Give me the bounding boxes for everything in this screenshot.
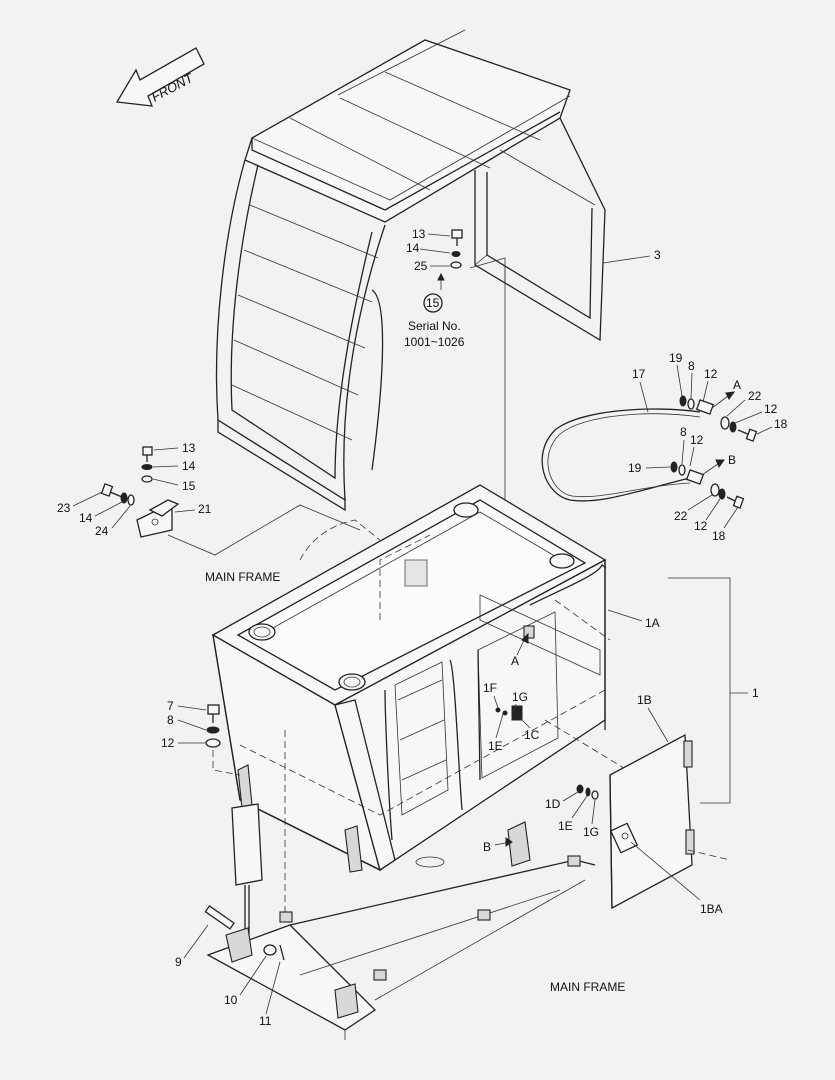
- serial-note-line2: 1001~1026: [404, 335, 465, 349]
- callout-1D: 1D: [545, 797, 561, 811]
- callout-1G-body: 1G: [512, 690, 528, 704]
- hardware-7-8-12: 7 8 12: [161, 699, 241, 776]
- callout-13: 13: [412, 227, 426, 241]
- callout-12-lower: 12: [690, 433, 704, 447]
- label-B-frame: B: [483, 840, 491, 854]
- callout-18-upper: 18: [774, 417, 788, 431]
- canopy-guard: [215, 29, 606, 512]
- callout-1F: 1F: [483, 681, 497, 695]
- callout-1A: 1A: [645, 616, 660, 630]
- bracket-assembly: 13 14 15 21 23 14 24: [57, 441, 361, 556]
- serial-ref-circle: [423, 293, 443, 313]
- callout-8-left: 8: [167, 713, 174, 727]
- lower-main-frame: [206, 821, 596, 1040]
- lower-callouts: B 9 10 11: [175, 840, 491, 1028]
- main-body: [211, 484, 661, 915]
- callout-24: 24: [95, 524, 109, 538]
- callout-23: 23: [57, 501, 71, 515]
- door-1B: [609, 733, 701, 910]
- callout-1E-body: 1E: [488, 739, 503, 753]
- callout-1E-door: 1E: [558, 819, 573, 833]
- callout-3: 3: [654, 248, 661, 262]
- label-A-cable: A: [733, 378, 741, 392]
- callout-19-upper: 19: [669, 351, 683, 365]
- door-callouts: 1B 1BA 1D 1E 1G: [545, 693, 731, 916]
- callout-8-upper: 8: [688, 359, 695, 373]
- label-B-cable: B: [728, 453, 736, 467]
- callout-7: 7: [167, 699, 174, 713]
- main-frame-upper-label: MAIN FRAME: [205, 570, 280, 584]
- body-callouts: 1A 1 A 1F 1G 1E 1C: [483, 577, 759, 804]
- callout-17: 17: [632, 367, 646, 381]
- canopy-callouts: 13 14 25 15 Serial No. 1001~1026 3: [404, 227, 661, 349]
- serial-note-line1: Serial No.: [408, 319, 461, 333]
- callout-22-lower: 22: [674, 509, 688, 523]
- callout-10: 10: [224, 993, 238, 1007]
- callout-13-bracket: 13: [182, 441, 196, 455]
- callout-12-upper: 12: [704, 367, 718, 381]
- pin-9: [204, 905, 235, 930]
- callout-1C: 1C: [524, 728, 540, 742]
- callout-14-bracket: 14: [182, 459, 196, 473]
- callout-1G-door: 1G: [583, 825, 599, 839]
- callout-22-upper: 22: [748, 389, 762, 403]
- serial-ref-number: 15: [426, 296, 440, 310]
- callout-1B: 1B: [637, 693, 652, 707]
- label-A-body: A: [511, 654, 519, 668]
- callout-9: 9: [175, 955, 182, 969]
- main-frame-lower-label: MAIN FRAME: [550, 980, 625, 994]
- callout-1: 1: [752, 686, 759, 700]
- callout-12-left: 12: [161, 736, 175, 750]
- callout-15-bracket: 15: [182, 479, 196, 493]
- callout-1BA: 1BA: [700, 902, 723, 916]
- callout-12-lower-2: 12: [694, 519, 708, 533]
- callout-21: 21: [198, 502, 212, 516]
- bolt-13-top: [451, 229, 463, 246]
- cable-callouts: 17 19 8 12 A 22 12 18 8 12 19 B 22 12 18: [628, 351, 788, 543]
- callout-14: 14: [406, 241, 420, 255]
- callout-19-lower: 19: [628, 461, 642, 475]
- bolt-23: [100, 483, 135, 506]
- callout-8-lower: 8: [680, 425, 687, 439]
- gas-strut: [231, 803, 263, 935]
- callout-18-lower: 18: [712, 529, 726, 543]
- cable-assembly: [541, 391, 758, 509]
- callout-25: 25: [414, 259, 428, 273]
- callout-12-upper-2: 12: [764, 402, 778, 416]
- front-direction-arrow: FRONT: [115, 47, 205, 107]
- callout-14-side: 14: [79, 511, 93, 525]
- callout-11: 11: [259, 1014, 272, 1028]
